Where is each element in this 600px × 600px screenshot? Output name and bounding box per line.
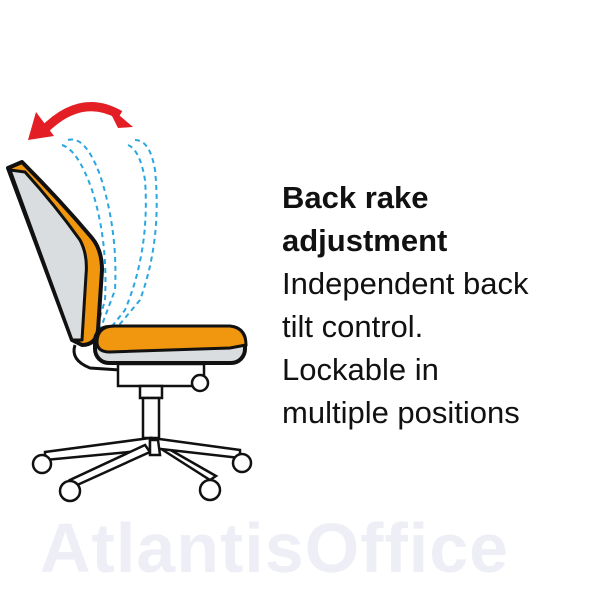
mechanism — [116, 362, 210, 440]
double-arrow-icon — [28, 102, 133, 140]
heading-line-2: adjustment — [282, 223, 448, 258]
ghost-backrest-positions — [61, 138, 158, 336]
heading-line-1: Back rake — [282, 180, 429, 215]
base — [31, 436, 253, 503]
watermark: AtlantisOffice — [40, 509, 510, 587]
description-line-1: Independent back — [282, 266, 529, 301]
description-line-4: multiple positions — [282, 395, 520, 430]
feature-text: Back rake adjustment Independent back ti… — [282, 176, 529, 434]
backrest — [6, 160, 104, 347]
seat — [93, 324, 248, 365]
description-line-2: tilt control. — [282, 309, 424, 344]
description-line-3: Lockable in — [282, 352, 439, 387]
back-support-arm — [72, 344, 121, 372]
